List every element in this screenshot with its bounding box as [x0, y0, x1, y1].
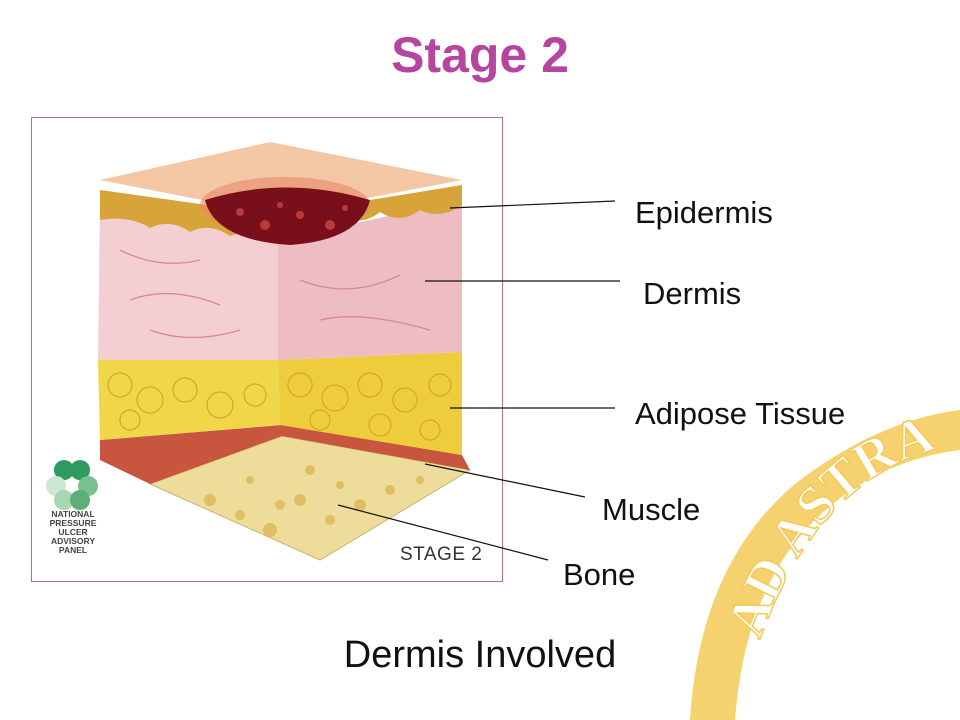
adipose-texture [107, 372, 452, 441]
wound-bed [205, 187, 370, 245]
dermis-left-face [98, 200, 278, 360]
pointer-bone [337, 504, 549, 561]
label-dermis: Dermis [643, 276, 742, 311]
slide-title: Stage 2 [391, 27, 569, 83]
label-adipose-tissue: Adipose Tissue [635, 396, 846, 431]
label-bone: Bone [563, 557, 636, 592]
bone-texture [204, 465, 424, 537]
logo-line: ADVISORY [50, 536, 96, 546]
dermis-texture [119, 249, 431, 339]
dermis-right-face [278, 200, 462, 360]
watermark-swoosh [690, 410, 960, 720]
npuap-logo: NATIONAL PRESSURE ULCER ADVISORY PANEL [40, 510, 106, 555]
adipose-left-face [98, 360, 280, 440]
npuap-logo-graphic [46, 460, 98, 510]
logo-line: PRESSURE [49, 518, 97, 528]
pointer-epidermis [449, 200, 616, 209]
label-epidermis: Epidermis [635, 195, 773, 230]
muscle-layer [100, 425, 470, 484]
slide-caption: Dermis Involved [343, 634, 617, 676]
epidermis-layer [100, 185, 462, 240]
wound-texture [236, 202, 348, 230]
pointer-lines [337, 200, 620, 561]
pointer-muscle [424, 463, 586, 498]
logo-line: ULCER [58, 527, 88, 537]
logo-line: PANEL [58, 545, 88, 555]
label-muscle: Muscle [602, 492, 701, 527]
logo-line: NATIONAL [51, 509, 95, 519]
figure-stage-label: STAGE 2 [400, 544, 483, 565]
